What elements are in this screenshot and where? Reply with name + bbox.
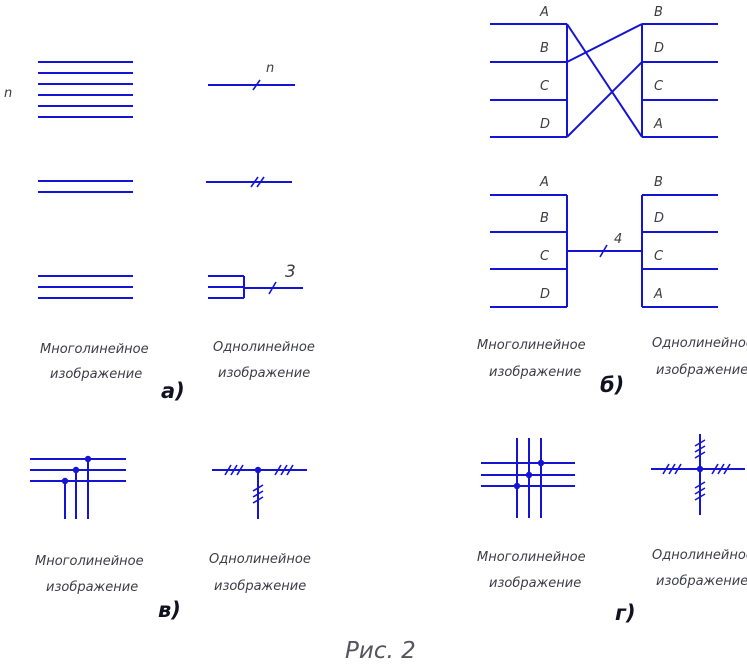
letter: A [653, 287, 663, 302]
count-label-3: 3 [285, 262, 296, 282]
singleline-crossing [490, 194, 718, 308]
count-label-n-left: n [4, 86, 12, 101]
figure-caption: Рис. 2 [345, 638, 416, 664]
letter: D [540, 287, 550, 302]
singleline-branch [212, 464, 307, 519]
caption-multiline-v-2: изображение [46, 580, 138, 595]
letter: D [540, 117, 550, 132]
panel-b: A B C D B D C A 4 A B [477, 5, 747, 397]
letters-bottom-left: A B C D [539, 175, 550, 302]
caption-multiline-b-2: изображение [489, 365, 581, 380]
letter: D [654, 211, 664, 226]
count-label-4: 4 [614, 232, 622, 247]
letter: C [654, 249, 664, 264]
letter: D [654, 41, 664, 56]
letters-bottom-right: B D C A [653, 175, 664, 302]
panel-g: Многолинейное изображение Однолинейное и… [477, 434, 747, 625]
letter: A [653, 117, 663, 132]
letter: A [539, 5, 549, 20]
letter: A [539, 175, 549, 190]
caption-multiline-a-1: Многолинейное [40, 342, 149, 357]
multiline-bus-6 [38, 61, 133, 118]
singleline-bus-n [208, 79, 295, 91]
panel-v: Многолинейное изображение Однолинейное и… [30, 455, 311, 622]
letter: B [654, 175, 663, 190]
singleline-bus-3 [208, 275, 303, 299]
panel-label-b: б) [600, 373, 624, 397]
letter: B [654, 5, 663, 20]
panel-label-g: г) [615, 601, 636, 625]
panel-label-v: в) [158, 598, 181, 622]
caption-singleline-a-1: Однолинейное [213, 340, 315, 355]
panel-label-a: а) [161, 379, 185, 403]
caption-multiline-g-2: изображение [489, 576, 581, 591]
caption-singleline-a-2: изображение [218, 366, 310, 381]
multiline-bus-3 [38, 275, 133, 299]
caption-singleline-b-2: изображение [656, 363, 747, 378]
letters-top-left: A B C D [539, 5, 550, 132]
caption-multiline-a-2: изображение [50, 367, 142, 382]
multiline-branch [30, 455, 126, 519]
letter: B [540, 211, 549, 226]
multiline-bus-2 [38, 180, 133, 193]
multiline-cross [481, 438, 575, 518]
caption-multiline-b-1: Многолинейное [477, 338, 586, 353]
multiline-crossing [490, 23, 718, 138]
letter: B [540, 41, 549, 56]
singleline-bus-2 [206, 176, 292, 188]
caption-multiline-v-1: Многолинейное [35, 554, 144, 569]
caption-singleline-g-2: изображение [656, 574, 747, 589]
caption-singleline-g-1: Однолинейное [652, 548, 747, 563]
panel-a: n n [4, 61, 315, 403]
singleline-cross [651, 434, 745, 515]
letter: C [654, 79, 664, 94]
count-label-n-right: n [266, 61, 274, 76]
letters-top-right: B D C A [653, 5, 664, 132]
letter: C [540, 249, 550, 264]
caption-multiline-g-1: Многолинейное [477, 550, 586, 565]
caption-singleline-v-1: Однолинейное [209, 552, 311, 567]
caption-singleline-v-2: изображение [214, 579, 306, 594]
caption-singleline-b-1: Однолинейное [652, 336, 747, 351]
letter: C [540, 79, 550, 94]
